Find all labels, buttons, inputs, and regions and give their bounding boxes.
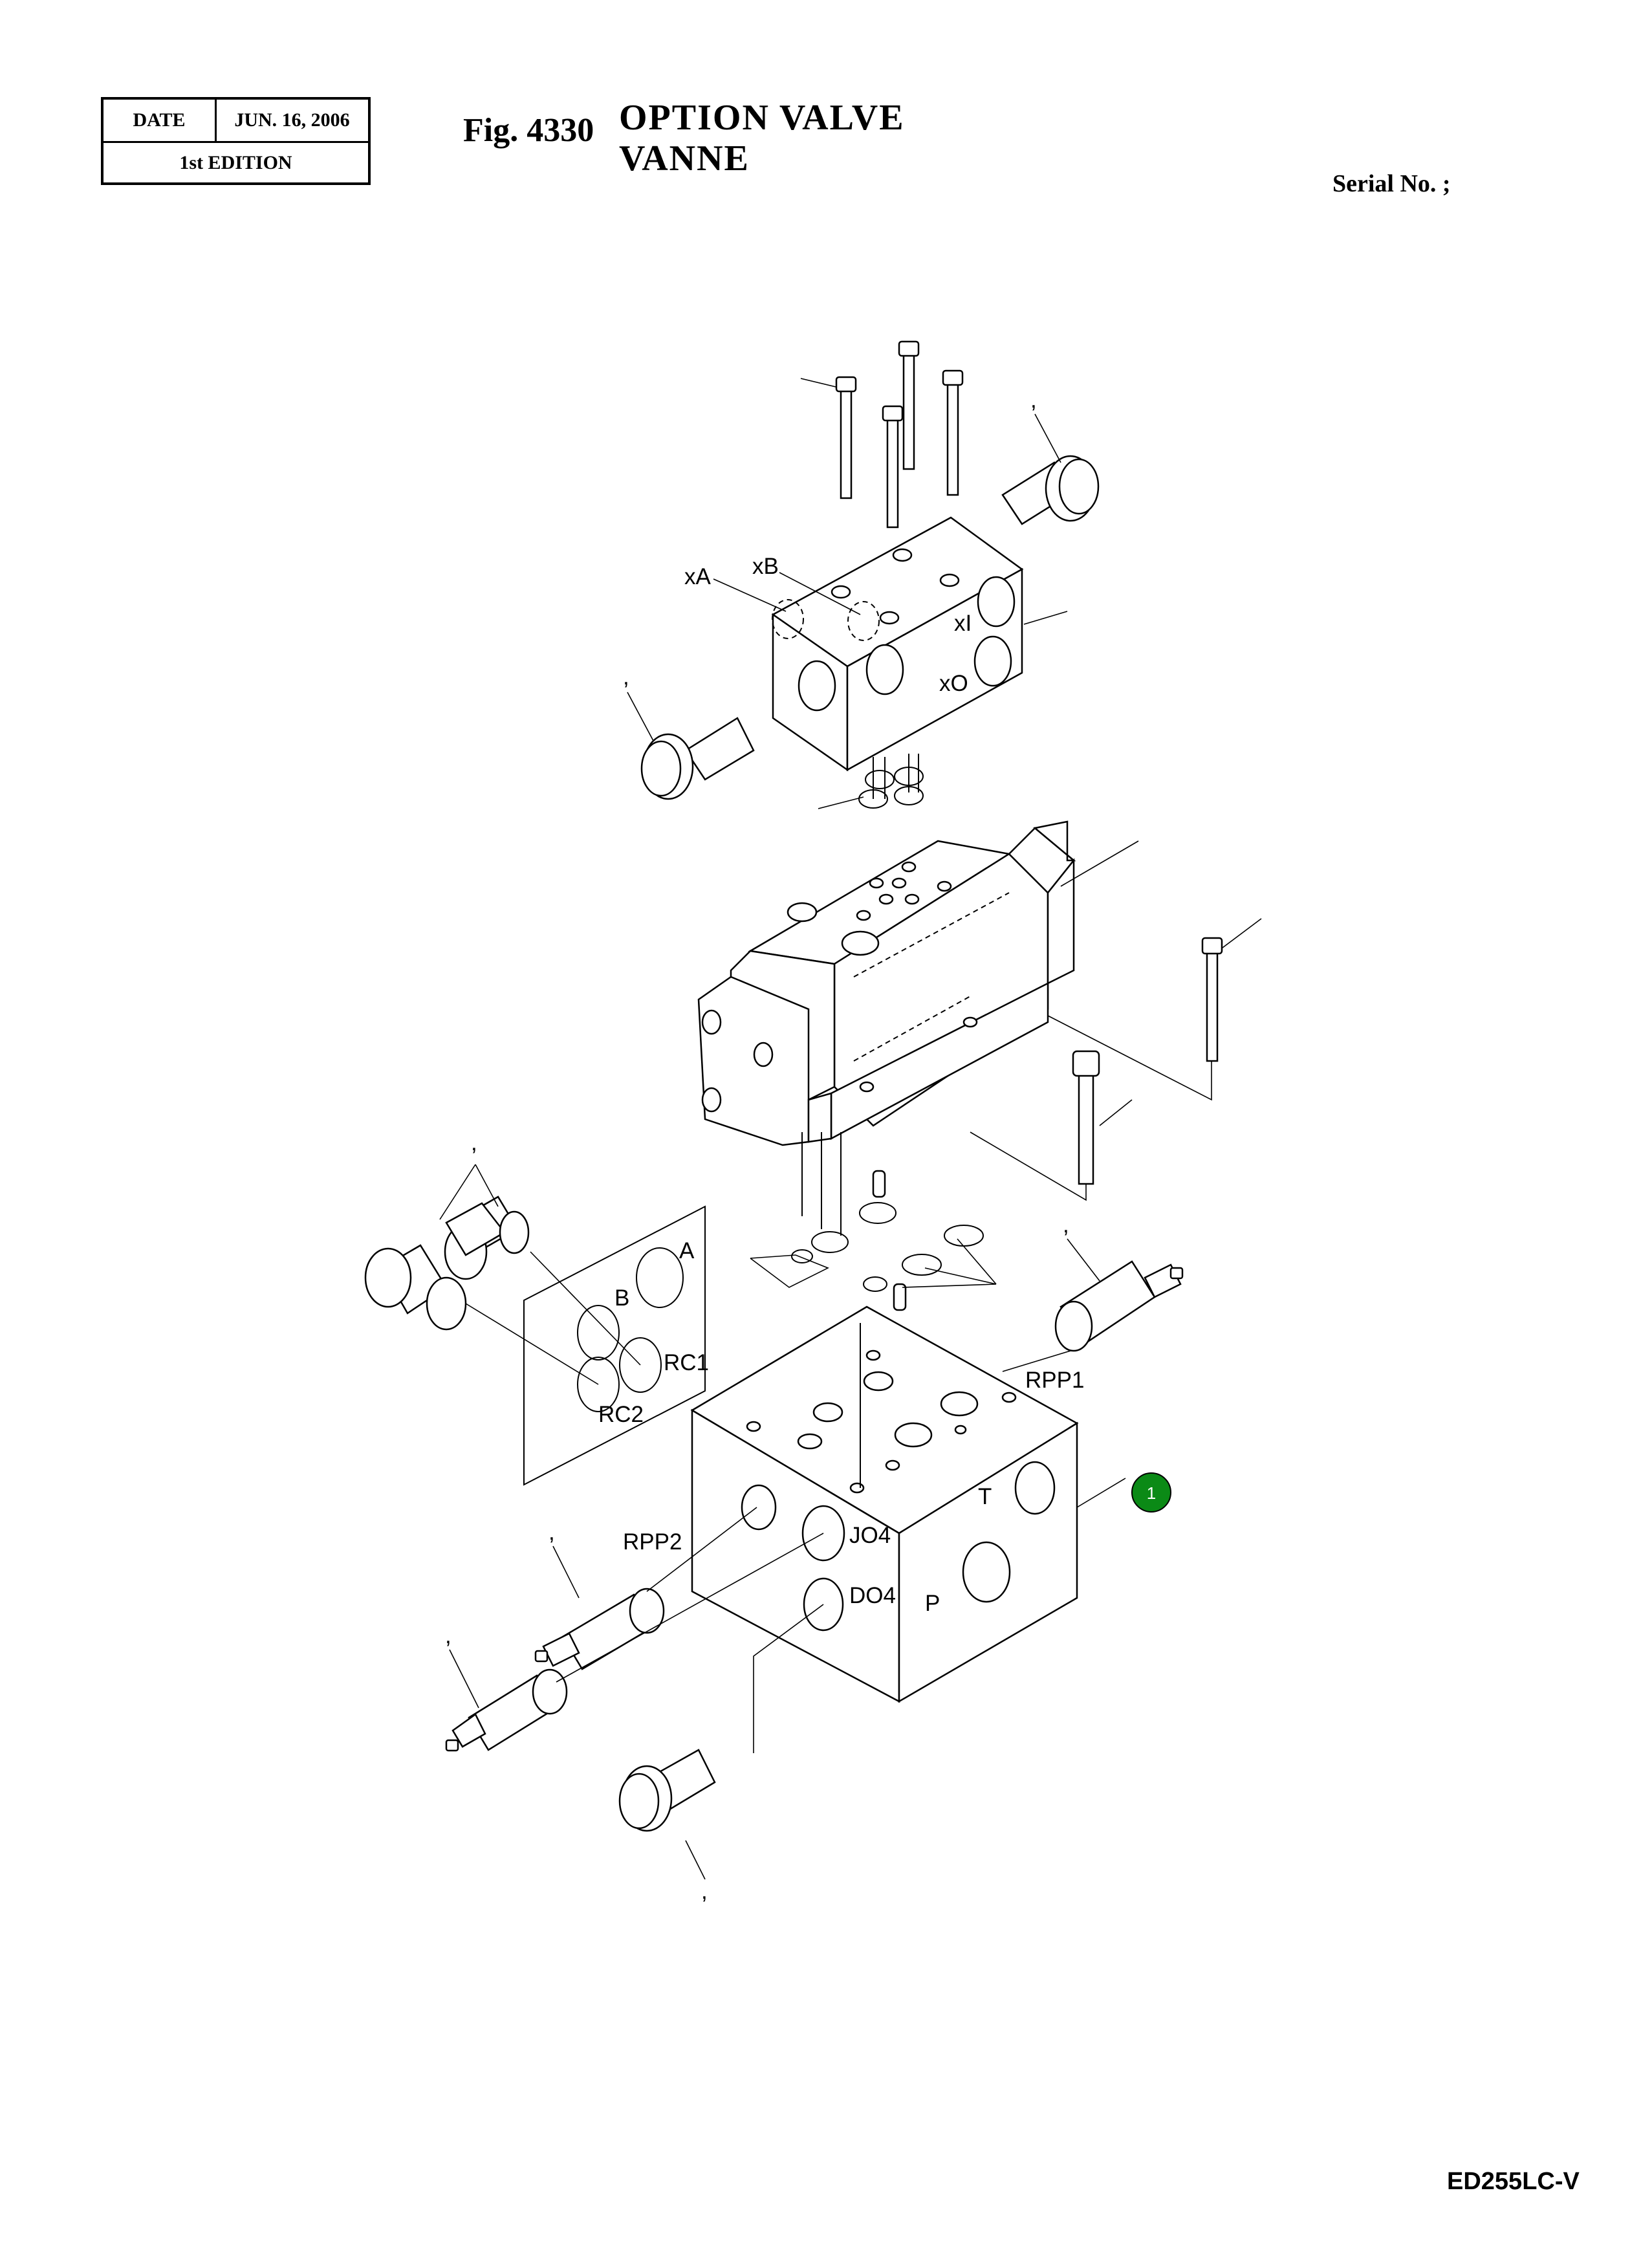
port-label-A: A [679, 1238, 695, 1263]
port-label-RC2: RC2 [598, 1402, 644, 1427]
upper-valve-block: xA xB xI xO [684, 516, 1068, 772]
header-date-box: DATE JUN. 16, 2006 1st EDITION [101, 97, 371, 185]
port-label-P: P [925, 1591, 940, 1616]
port-plane: A B RC1 RC2 [523, 1205, 709, 1486]
port-label-RPP2: RPP2 [623, 1529, 682, 1555]
port-label-xI: xI [954, 611, 972, 636]
serial-number: Serial No. ; [1332, 170, 1451, 197]
model-code: ED255LC-V [1447, 2168, 1580, 2195]
rpp1-cartridge: , [1054, 1212, 1184, 1352]
callout-tick: , [471, 1130, 477, 1155]
main-valve-block: T P JO4 DO4 RPP1 RPP2 [623, 1305, 1126, 1703]
header-date-row: DATE JUN. 16, 2006 [103, 100, 368, 143]
callout-badge-1[interactable]: 1 [1131, 1472, 1171, 1513]
callout-number: 1 [1147, 1483, 1156, 1503]
port-label-RPP1: RPP1 [1025, 1368, 1084, 1393]
jo4-cartridge: , [445, 1533, 824, 1752]
upper-left-cartridge: , [623, 664, 755, 800]
callout-tick: , [549, 1520, 555, 1545]
top-right-cartridge: , [1001, 388, 1100, 525]
top-bolts [800, 340, 964, 529]
title-french: VANNE [619, 138, 750, 179]
edition-label: 1st EDITION [179, 151, 292, 173]
port-label-JO4: JO4 [849, 1523, 891, 1548]
rpp2-cartridge: , [534, 1507, 757, 1670]
middle-solenoid-valve [697, 820, 1139, 1146]
upper-o-rings [818, 754, 924, 809]
callout-tick: , [623, 664, 629, 690]
lower-o-rings [750, 1132, 997, 1311]
port-label-DO4: DO4 [849, 1583, 896, 1608]
date-label: DATE [103, 100, 217, 141]
right-bolt [1047, 918, 1262, 1101]
date-value: JUN. 16, 2006 [234, 109, 350, 131]
port-label-B: B [614, 1285, 629, 1311]
port-label-xA: xA [684, 564, 712, 589]
port-label-T: T [978, 1484, 992, 1509]
callout-tick: , [701, 1879, 708, 1904]
bottom-plug: , [618, 1604, 824, 1904]
figure-number: Fig. 4330 [463, 112, 594, 149]
port-label-RC1: RC1 [664, 1350, 709, 1375]
port-label-xO: xO [939, 671, 968, 696]
left-relief-cartridges: , [364, 1130, 641, 1385]
callout-tick: , [1030, 388, 1037, 413]
callout-tick: , [1063, 1212, 1069, 1238]
port-label-xB: xB [752, 554, 779, 579]
title-english: OPTION VALVE [619, 98, 905, 138]
callout-tick: , [445, 1623, 451, 1648]
lower-bolt [970, 1050, 1133, 1201]
